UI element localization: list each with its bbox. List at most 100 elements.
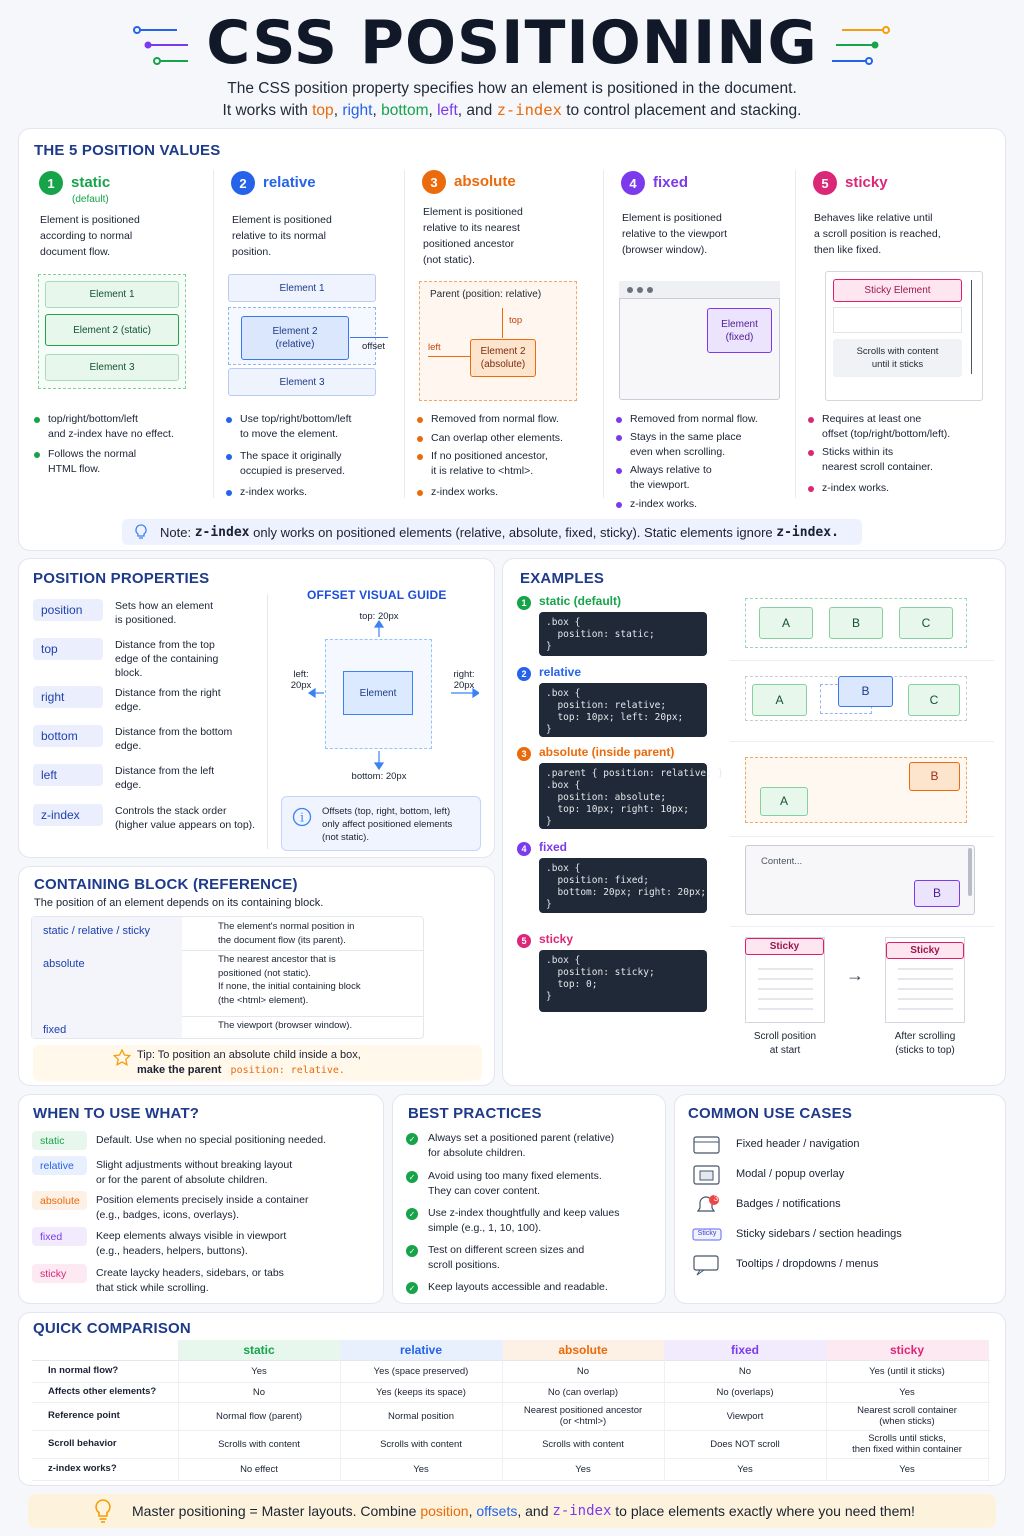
sticky-example-badge: 5 — [517, 934, 531, 948]
comparison-cell: Yes — [251, 1365, 267, 1377]
comparison-row-label: In normal flow? — [48, 1365, 119, 1376]
comparison-row-divider — [32, 1458, 990, 1459]
guide-arrows — [307, 619, 479, 771]
absolute-title: absolute — [454, 173, 516, 190]
guide-title: OFFSET VISUAL GUIDE — [307, 588, 447, 602]
comparison-cell: Scrolls with content — [380, 1438, 462, 1450]
section-title: EXAMPLES — [520, 570, 605, 587]
subtitle-line-1: The CSS position property specifies how … — [227, 80, 797, 97]
containing-value: The viewport (browser window). — [218, 1020, 353, 1031]
column-divider — [603, 170, 604, 498]
absolute-example-badge: 3 — [517, 747, 531, 761]
relative-tag: relative — [32, 1156, 87, 1175]
note-bar: Note: z-index only works on positioned e… — [122, 519, 862, 545]
fixed-demo-element: Element (fixed) — [707, 308, 772, 353]
sticky-title: sticky — [845, 174, 888, 191]
containing-key-cell — [32, 917, 182, 950]
comparison-cell: Yes — [899, 1463, 915, 1475]
note-text: only works on positioned elements (relat… — [253, 524, 773, 540]
sticky-bullet: Sticks within its nearest scroll contain… — [808, 445, 988, 475]
sticky-preview-line — [898, 968, 953, 970]
absolute-tag: absolute — [32, 1191, 87, 1210]
preview-box: B — [914, 880, 960, 907]
fixed-example-badge: 4 — [517, 842, 531, 856]
sticky-tag: sticky — [32, 1264, 87, 1283]
footer-kw: offsets — [476, 1503, 518, 1519]
comparison-cell: No effect — [240, 1463, 278, 1475]
comparison-cell: Yes — [899, 1386, 915, 1398]
sticky-preview-line — [898, 998, 953, 1000]
preview-box: C — [899, 607, 953, 639]
sticky-preview-caption: Scroll position at start — [753, 1031, 817, 1056]
kw-zindex: z-index — [496, 101, 562, 119]
footer-text: Master positioning = Master layouts. Com… — [132, 1503, 417, 1519]
fixed-code-block: .box { position: fixed; bottom: 20px; ri… — [539, 858, 707, 913]
when-description: Default. Use when no special positioning… — [96, 1134, 326, 1146]
when-description: Create laycky headers, sidebars, or tabs… — [96, 1267, 284, 1294]
sticky-number-badge: 5 — [813, 171, 837, 195]
comparison-header-absolute: absolute — [502, 1340, 664, 1360]
note-kw: z-index. — [776, 524, 839, 540]
absolute-demo-top-label: top — [509, 315, 523, 326]
sticky-preview-line — [898, 1008, 953, 1010]
sticky-preview-line — [758, 968, 813, 970]
comparison-cell: Yes (until it sticks) — [869, 1365, 945, 1377]
row-divider — [32, 1016, 423, 1017]
page-title: CSS POSITIONING — [206, 8, 818, 78]
comparison-col-divider — [502, 1340, 503, 1480]
static-preview-frame — [745, 598, 967, 648]
sticky-demo-spacer — [833, 307, 962, 333]
when-description: Slight adjustments without breaking layo… — [96, 1159, 293, 1186]
property-description: Distance from the bottom edge. — [115, 726, 233, 752]
column-divider — [795, 170, 796, 498]
sticky-preview-line — [898, 988, 953, 990]
absolute-demo-element: Element 2 (absolute) — [470, 339, 536, 377]
fixed-preview-content: Content... — [761, 856, 803, 867]
fixed-number-badge: 4 — [621, 171, 645, 195]
sep: , and — [457, 102, 493, 119]
containing-key: static / relative / sticky — [43, 925, 150, 937]
sep: , — [333, 102, 338, 119]
absolute-demo-arrow-h — [428, 356, 470, 357]
comparison-header-fixed: fixed — [664, 1340, 826, 1360]
usecases-card: COMMON USE CASES — [674, 1094, 1006, 1304]
subtitle-line-2: It works with top, right, bottom, left, … — [0, 101, 1024, 120]
absolute-example-label: absolute (inside parent) — [539, 745, 675, 759]
fixed-preview-scrollbar — [968, 848, 972, 896]
tip-box: Tip: To position an absolute child insid… — [33, 1045, 482, 1081]
sep: , and — [517, 1503, 549, 1519]
preview-box: C — [908, 684, 960, 716]
star-icon — [113, 1049, 131, 1066]
comparison-cell: Yes (space preserved) — [373, 1365, 469, 1377]
relative-demo-element-2: Element 2 (relative) — [241, 316, 349, 360]
static-demo-element: Element 3 — [45, 354, 179, 381]
static-description: Element is positioned according to norma… — [40, 214, 140, 258]
relative-bullet: Use top/right/bottom/left to move the el… — [226, 412, 406, 442]
comparison-cell: No (overlaps) — [716, 1386, 774, 1398]
comparison-cell: Scrolls until sticks, then fixed within … — [852, 1433, 962, 1455]
comparison-cell: Viewport — [726, 1410, 764, 1422]
note-kw: z-index — [194, 524, 250, 540]
use-case-item: Tooltips / dropdowns / menus — [736, 1258, 879, 1270]
footer-kw: position — [420, 1503, 469, 1519]
use-case-item: Modal / popup overlay — [736, 1168, 845, 1180]
property-tag: top — [33, 638, 103, 660]
fixed-title: fixed — [653, 174, 689, 191]
relative-code-block: .box { position: relative; top: 10px; le… — [539, 683, 707, 737]
static-bullet: Follows the normal HTML flow. — [34, 447, 214, 477]
comparison-col-divider — [826, 1340, 827, 1480]
sticky-preview-line — [758, 998, 813, 1000]
absolute-bullet: z-index works. — [417, 485, 597, 500]
check-icon: ✓ — [406, 1282, 418, 1294]
sticky-demo-element: Sticky Element — [833, 279, 962, 302]
example-divider — [730, 926, 994, 927]
guide-element: Element — [343, 671, 413, 715]
comparison-row-label: Reference point — [48, 1410, 120, 1421]
absolute-bullet: Can overlap other elements. — [417, 431, 597, 446]
section-title: CONTAINING BLOCK (REFERENCE) — [34, 876, 298, 893]
relative-demo-element-3: Element 3 — [228, 368, 376, 396]
comparison-cell: Yes — [413, 1463, 429, 1475]
property-description: Distance from the top edge of the contai… — [115, 639, 219, 679]
note-label: Note: — [160, 524, 192, 540]
best-practice-item: Always set a positioned parent (relative… — [428, 1132, 615, 1159]
